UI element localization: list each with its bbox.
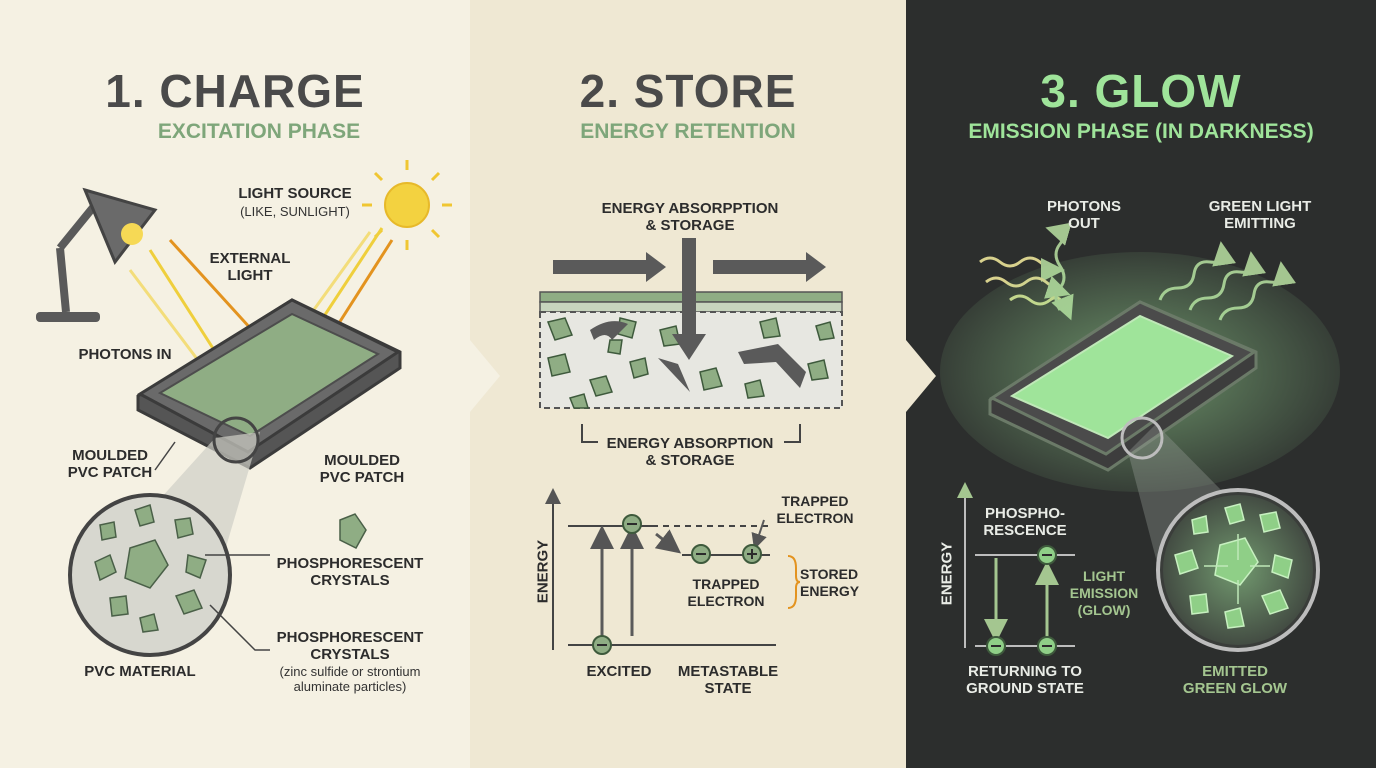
excited-label: EXCITED (586, 663, 652, 680)
phosphorescent-crystals-label-1: PHOSPHORESCENT CRYSTALS (276, 555, 424, 589)
glow-subtitle: EMISSION PHASE (IN DARKNESS) (968, 120, 1314, 143)
trapped-electron-top-label: TRAPPED ELECTRON (776, 493, 854, 526)
pvc-patch (136, 298, 402, 470)
absorption-arrow (672, 238, 706, 360)
bracket-left (581, 424, 598, 443)
green-light-emitting-label: GREEN LIGHT EMITTING (1208, 198, 1312, 232)
leader-lines (154, 441, 270, 651)
light-source-label: LIGHT SOURCE (238, 185, 352, 202)
light-emission-label: LIGHT EMISSION (GLOW) (1069, 568, 1139, 618)
chevron-divider-2 (906, 340, 936, 412)
glow-title: 3. GLOW (1040, 65, 1242, 117)
phosphorescent-crystal-icon (339, 513, 367, 549)
charge-subtitle: EXCITATION PHASE (157, 120, 361, 143)
chevron-divider-1 (470, 340, 500, 412)
photons-out-label: PHOTONS OUT (1047, 198, 1121, 232)
light-source-note: (LIKE, SUNLIGHT) (240, 204, 350, 219)
moulded-pvc-label-right: MOULDED PVC PATCH (319, 452, 405, 486)
stored-energy-label: STORED ENERGY (800, 566, 860, 599)
absorption-label-top: ENERGY ABSORPPTION & STORAGE (601, 200, 779, 234)
emission-energy-diagram (957, 482, 1075, 656)
glowing-pvc-patch (940, 252, 1340, 492)
moulded-pvc-label-left: MOULDED PVC PATCH (67, 447, 153, 481)
external-light-label: EXTERNAL LIGHT (209, 250, 291, 284)
returning-ground-state-label: RETURNING TO GROUND STATE (966, 663, 1084, 697)
charge-title: 1. CHARGE (105, 65, 365, 117)
pvc-material-label: PVC MATERIAL (84, 663, 196, 680)
glow-magnifier (1120, 416, 1320, 652)
moon-icon (956, 185, 986, 225)
store-title: 2. STORE (579, 65, 797, 117)
phosphorescence-label: PHOSPHO- RESCENCE (983, 505, 1067, 539)
glow-energy-axis-label: ENERGY (938, 541, 956, 606)
metastable-state-label: METASTABLE STATE (677, 663, 779, 697)
sun-icon (362, 160, 452, 250)
magnifier (68, 416, 260, 657)
energy-flow-arrows (553, 252, 826, 282)
store-subtitle: ENERGY RETENTION (580, 120, 796, 143)
energy-axis-label: ENERGY (534, 539, 552, 604)
photons-in-label: PHOTONS IN (78, 346, 172, 363)
energy-level-diagram (545, 488, 801, 655)
bracket-right (784, 424, 801, 443)
desk-lamp-icon (36, 187, 158, 322)
absorption-label-bottom: ENERGY ABSORPTION & STORAGE (606, 435, 774, 469)
trapped-electron-mid-label: TRAPPED ELECTRON (687, 576, 765, 609)
crystals-note: (zinc sulfide or strontium aluminate par… (279, 664, 421, 694)
phosphorescent-crystals-label-2: PHOSPHORESCENT CRYSTALS (276, 629, 424, 663)
emitted-green-glow-label: EMITTED GREEN GLOW (1182, 663, 1288, 697)
